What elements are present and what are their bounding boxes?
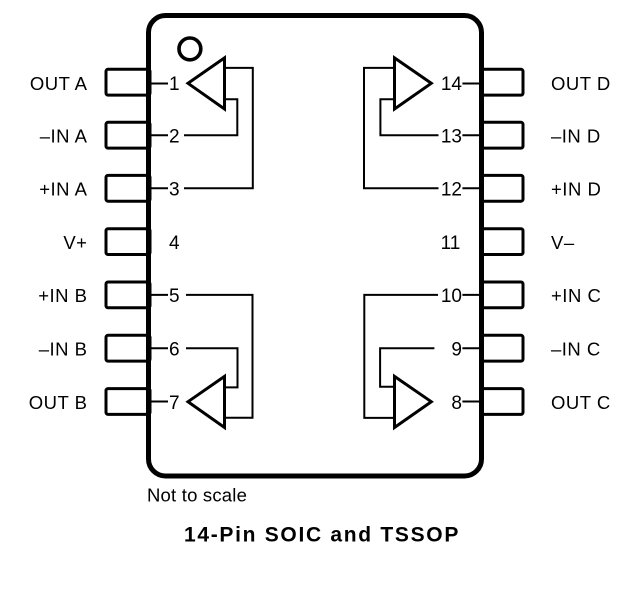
svg-text:OUT C: OUT C: [551, 392, 611, 413]
svg-text:14: 14: [441, 74, 463, 95]
svg-text:11: 11: [441, 233, 461, 254]
svg-text:6: 6: [169, 340, 180, 361]
svg-text:1: 1: [169, 74, 180, 95]
svg-text:9: 9: [451, 340, 462, 361]
svg-text:12: 12: [441, 180, 462, 201]
svg-text:10: 10: [441, 286, 462, 307]
svg-text:V+: V+: [63, 232, 87, 253]
svg-text:–IN B: –IN B: [39, 339, 88, 360]
svg-text:–IN A: –IN A: [40, 126, 88, 147]
svg-text:3: 3: [169, 180, 180, 201]
svg-text:+IN C: +IN C: [551, 285, 601, 306]
svg-text:–IN C: –IN C: [551, 339, 601, 360]
svg-text:7: 7: [169, 393, 180, 414]
svg-text:+IN D: +IN D: [551, 179, 601, 200]
svg-text:14-Pin SOIC and TSSOP: 14-Pin SOIC and TSSOP: [184, 524, 460, 547]
svg-text:V–: V–: [551, 232, 575, 253]
svg-text:OUT D: OUT D: [551, 73, 611, 94]
svg-text:+IN A: +IN A: [39, 179, 87, 200]
svg-text:2: 2: [169, 127, 180, 148]
svg-text:4: 4: [169, 233, 180, 254]
svg-text:–IN D: –IN D: [551, 126, 601, 147]
svg-text:13: 13: [441, 127, 462, 148]
svg-text:OUT A: OUT A: [30, 73, 88, 94]
svg-text:OUT B: OUT B: [29, 392, 88, 413]
svg-text:5: 5: [169, 286, 180, 307]
svg-text:+IN B: +IN B: [38, 285, 87, 306]
svg-text:8: 8: [451, 393, 462, 414]
svg-text:Not to scale: Not to scale: [147, 485, 247, 506]
